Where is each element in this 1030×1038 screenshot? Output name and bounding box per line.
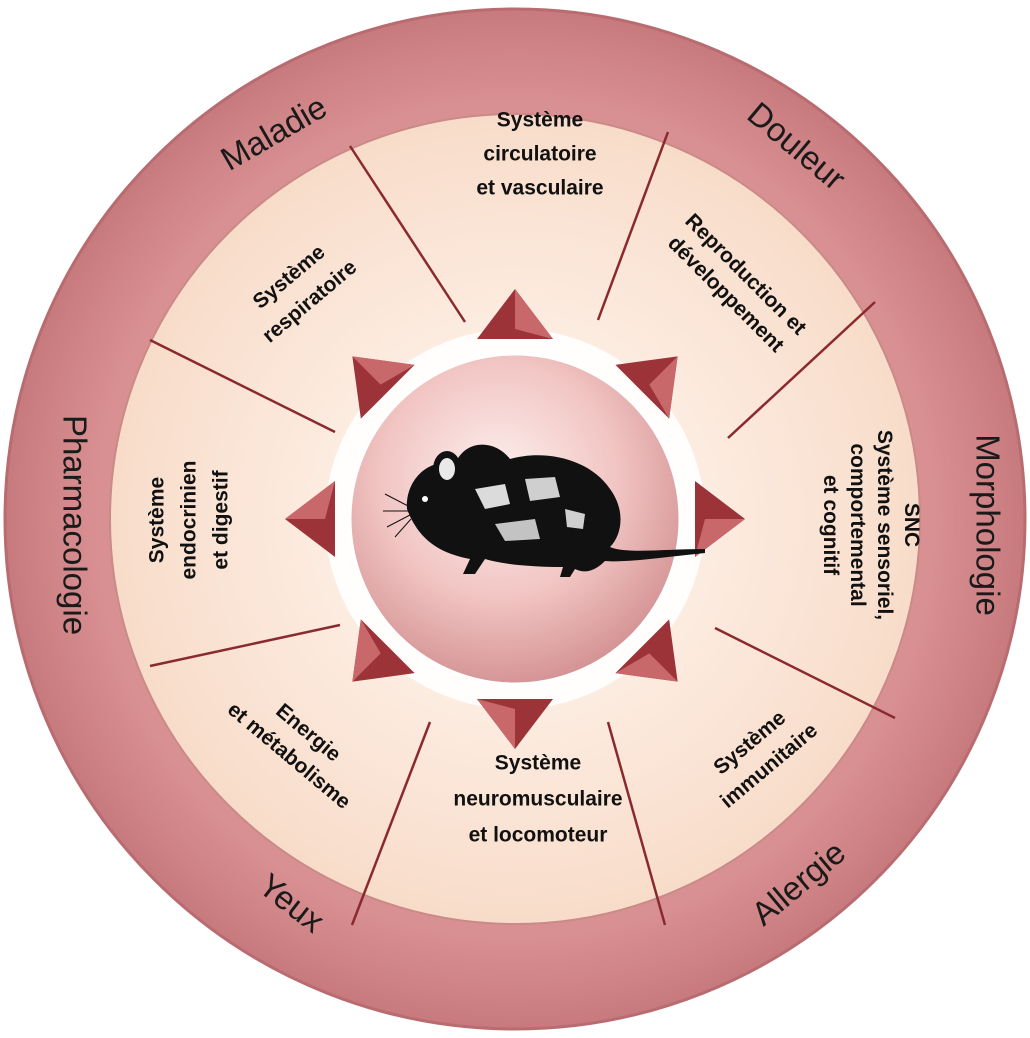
sector-label: Système neuromusculaire et locomoteur bbox=[453, 752, 622, 847]
sector-label-line: Système bbox=[495, 752, 581, 775]
sector-divider bbox=[149, 338, 336, 434]
arrow-icon bbox=[352, 619, 415, 682]
sector-dividers bbox=[149, 131, 896, 926]
sector-divider bbox=[348, 145, 467, 323]
arrow-icon bbox=[615, 619, 678, 682]
arrow-icon bbox=[477, 699, 553, 749]
sector-divider bbox=[149, 623, 341, 668]
sector-label: Système endocrinien et digestif bbox=[146, 460, 233, 579]
sector-divider bbox=[714, 626, 896, 720]
arrow-icon bbox=[352, 356, 415, 419]
arrow-icon bbox=[615, 356, 678, 419]
sector-label-line: circulatoire bbox=[483, 143, 596, 166]
sector-label-line: et locomoteur bbox=[469, 824, 608, 847]
arrow-icon bbox=[285, 481, 335, 557]
sector-label-line: Système bbox=[497, 109, 583, 132]
sector-divider bbox=[596, 131, 670, 321]
sector-label-line: SNC bbox=[900, 503, 923, 547]
sector-label-line: et vasculaire bbox=[476, 177, 603, 200]
arrow-icon bbox=[695, 481, 745, 557]
sector-label-line: et digestif bbox=[210, 469, 233, 569]
sector-divider bbox=[350, 721, 432, 926]
sector-label-line: comportemental bbox=[846, 443, 869, 606]
outer-label-morphologie: Morphologie bbox=[969, 434, 1006, 616]
sector-label: Système circulatoire et vasculaire bbox=[476, 109, 603, 200]
sector-label-line: et cognitif bbox=[819, 475, 842, 576]
sector-divider bbox=[606, 721, 667, 926]
sector-label-line: endocrinien bbox=[178, 460, 201, 579]
sector-label-line: Système bbox=[146, 477, 169, 563]
sector-label-line: neuromusculaire bbox=[453, 788, 622, 811]
outer-label-pharmacologie: Pharmacologie bbox=[56, 415, 93, 635]
sector-divider bbox=[727, 301, 876, 439]
arrow-icon bbox=[477, 289, 553, 339]
sector-label-line: Système sensoriel, bbox=[873, 430, 896, 620]
arrows-group bbox=[285, 289, 745, 749]
mouse-silhouette-icon bbox=[383, 444, 705, 577]
